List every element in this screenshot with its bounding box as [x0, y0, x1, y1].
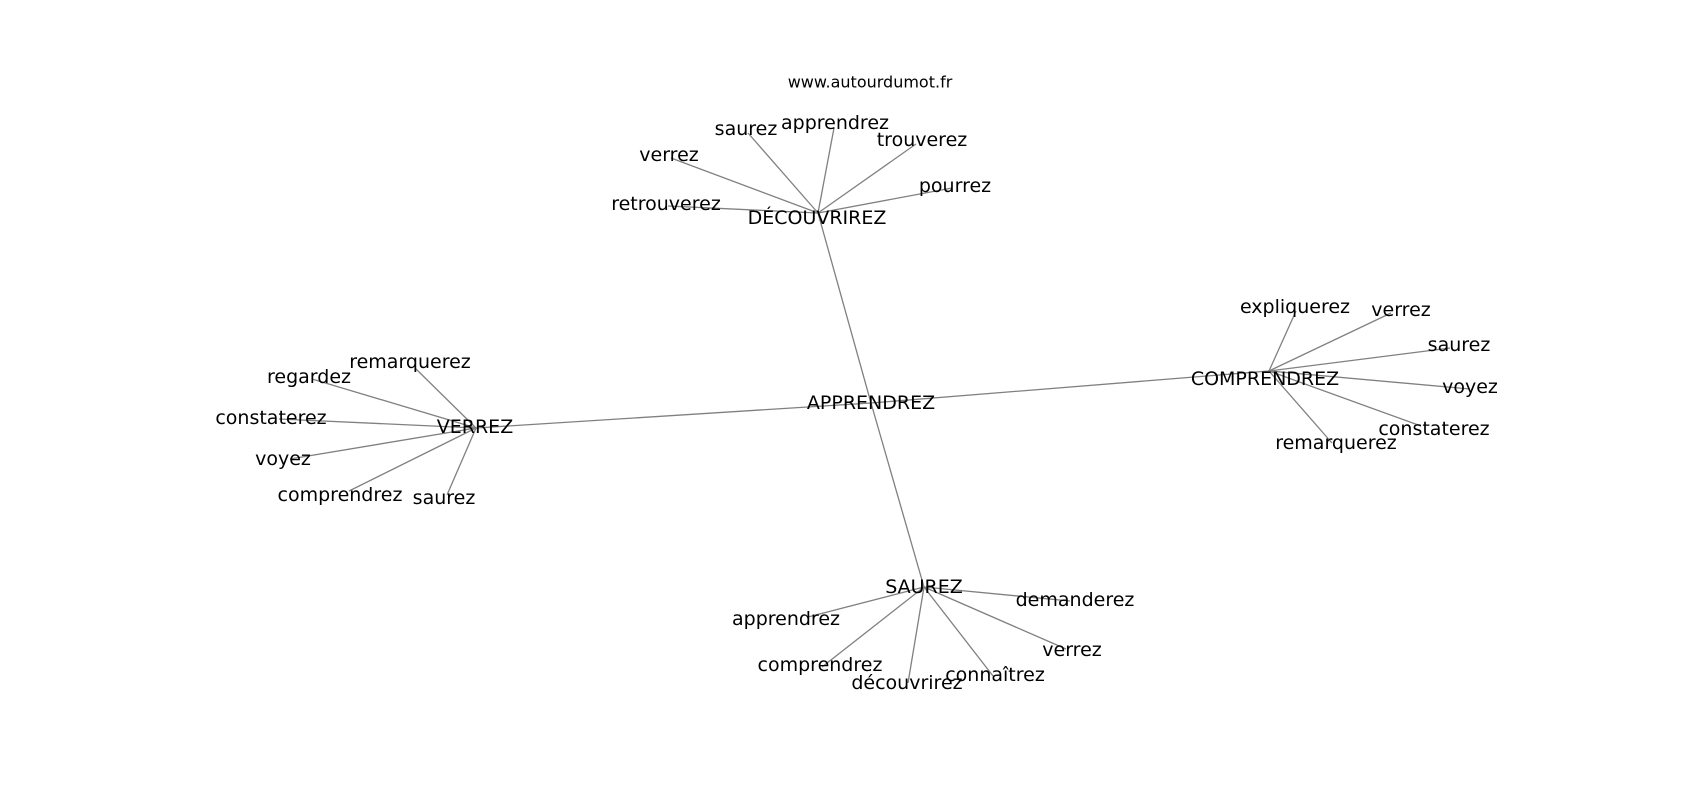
leaf-node-label: verrez — [639, 144, 698, 166]
edge-hub-to-leaf — [1268, 310, 1297, 372]
edge-hub-to-leaf — [1268, 312, 1392, 372]
edge-hub-to-leaf — [1268, 347, 1451, 372]
leaf-node-label: apprendrez — [781, 112, 889, 134]
leaf-node-label: apprendrez — [732, 608, 840, 630]
hub-node-label: COMPRENDREZ — [1191, 368, 1339, 390]
leaf-node-label: comprendrez — [278, 484, 403, 506]
edge-hub-to-leaf — [817, 187, 953, 214]
leaf-node-label: pourrez — [919, 175, 991, 197]
edge-hub-to-leaf — [817, 127, 835, 214]
edge-hub-to-leaf — [923, 586, 994, 677]
edges — [278, 127, 1471, 684]
hub-node-label: DÉCOUVRIREZ — [748, 206, 887, 229]
edge-hub-to-leaf — [446, 427, 477, 496]
edge-hub-to-leaf — [817, 143, 917, 214]
hub-node-label: VERREZ — [437, 416, 513, 438]
leaf-node-label: saurez — [1428, 334, 1491, 356]
leaf-node-label: remarquerez — [1275, 432, 1397, 454]
edge-hub-to-leaf — [1268, 370, 1333, 444]
leaf-node-label: saurez — [413, 487, 476, 509]
leaf-node-label: verrez — [1042, 639, 1101, 661]
edge-center-to-hub — [870, 402, 925, 588]
leaf-node-label: trouverez — [877, 129, 968, 151]
edge-hub-to-leaf — [923, 586, 1067, 650]
leaf-node-label: constaterez — [1378, 418, 1489, 440]
edge-hub-to-leaf — [907, 586, 925, 684]
leaf-node-label: voyez — [1442, 376, 1498, 398]
edge-hub-to-leaf — [747, 132, 819, 214]
leaf-node-label: regardez — [267, 366, 351, 388]
edge-hub-to-leaf — [311, 378, 477, 429]
leaf-node-label: voyez — [255, 448, 311, 470]
leaf-node-label: découvrirez — [851, 672, 962, 694]
leaf-node-label: comprendrez — [758, 654, 883, 676]
edge-hub-to-leaf — [670, 157, 819, 214]
leaf-node-label: retrouverez — [611, 193, 721, 215]
edge-hub-to-leaf — [923, 586, 1071, 602]
leaf-node-label: verrez — [1371, 299, 1430, 321]
edge-hub-to-leaf — [821, 586, 925, 668]
edge-hub-to-leaf — [1268, 370, 1422, 427]
edge-center-to-hub — [870, 370, 1270, 404]
edge-hub-to-leaf — [278, 418, 477, 429]
edge-hub-to-leaf — [414, 367, 477, 429]
edge-center-to-hub — [475, 402, 872, 429]
source-url: www.autourdumot.fr — [788, 73, 953, 92]
leaf-node-label: demanderez — [1016, 589, 1135, 611]
edge-hub-to-leaf — [667, 205, 819, 214]
leaf-node-label: saurez — [715, 118, 778, 140]
edge-hub-to-leaf — [289, 427, 477, 460]
edge-center-to-hub — [817, 212, 872, 404]
center-node-label: APPRENDREZ — [807, 392, 935, 414]
leaf-node-label: expliquerez — [1240, 296, 1350, 318]
leaf-node-label: remarquerez — [349, 351, 471, 373]
hub-node-label: SAUREZ — [885, 576, 963, 598]
edge-hub-to-leaf — [348, 427, 477, 492]
edge-hub-to-leaf — [807, 586, 925, 618]
edge-hub-to-leaf — [1268, 370, 1471, 390]
leaf-node-label: connaîtrez — [945, 664, 1045, 686]
leaf-node-label: constaterez — [215, 407, 326, 429]
